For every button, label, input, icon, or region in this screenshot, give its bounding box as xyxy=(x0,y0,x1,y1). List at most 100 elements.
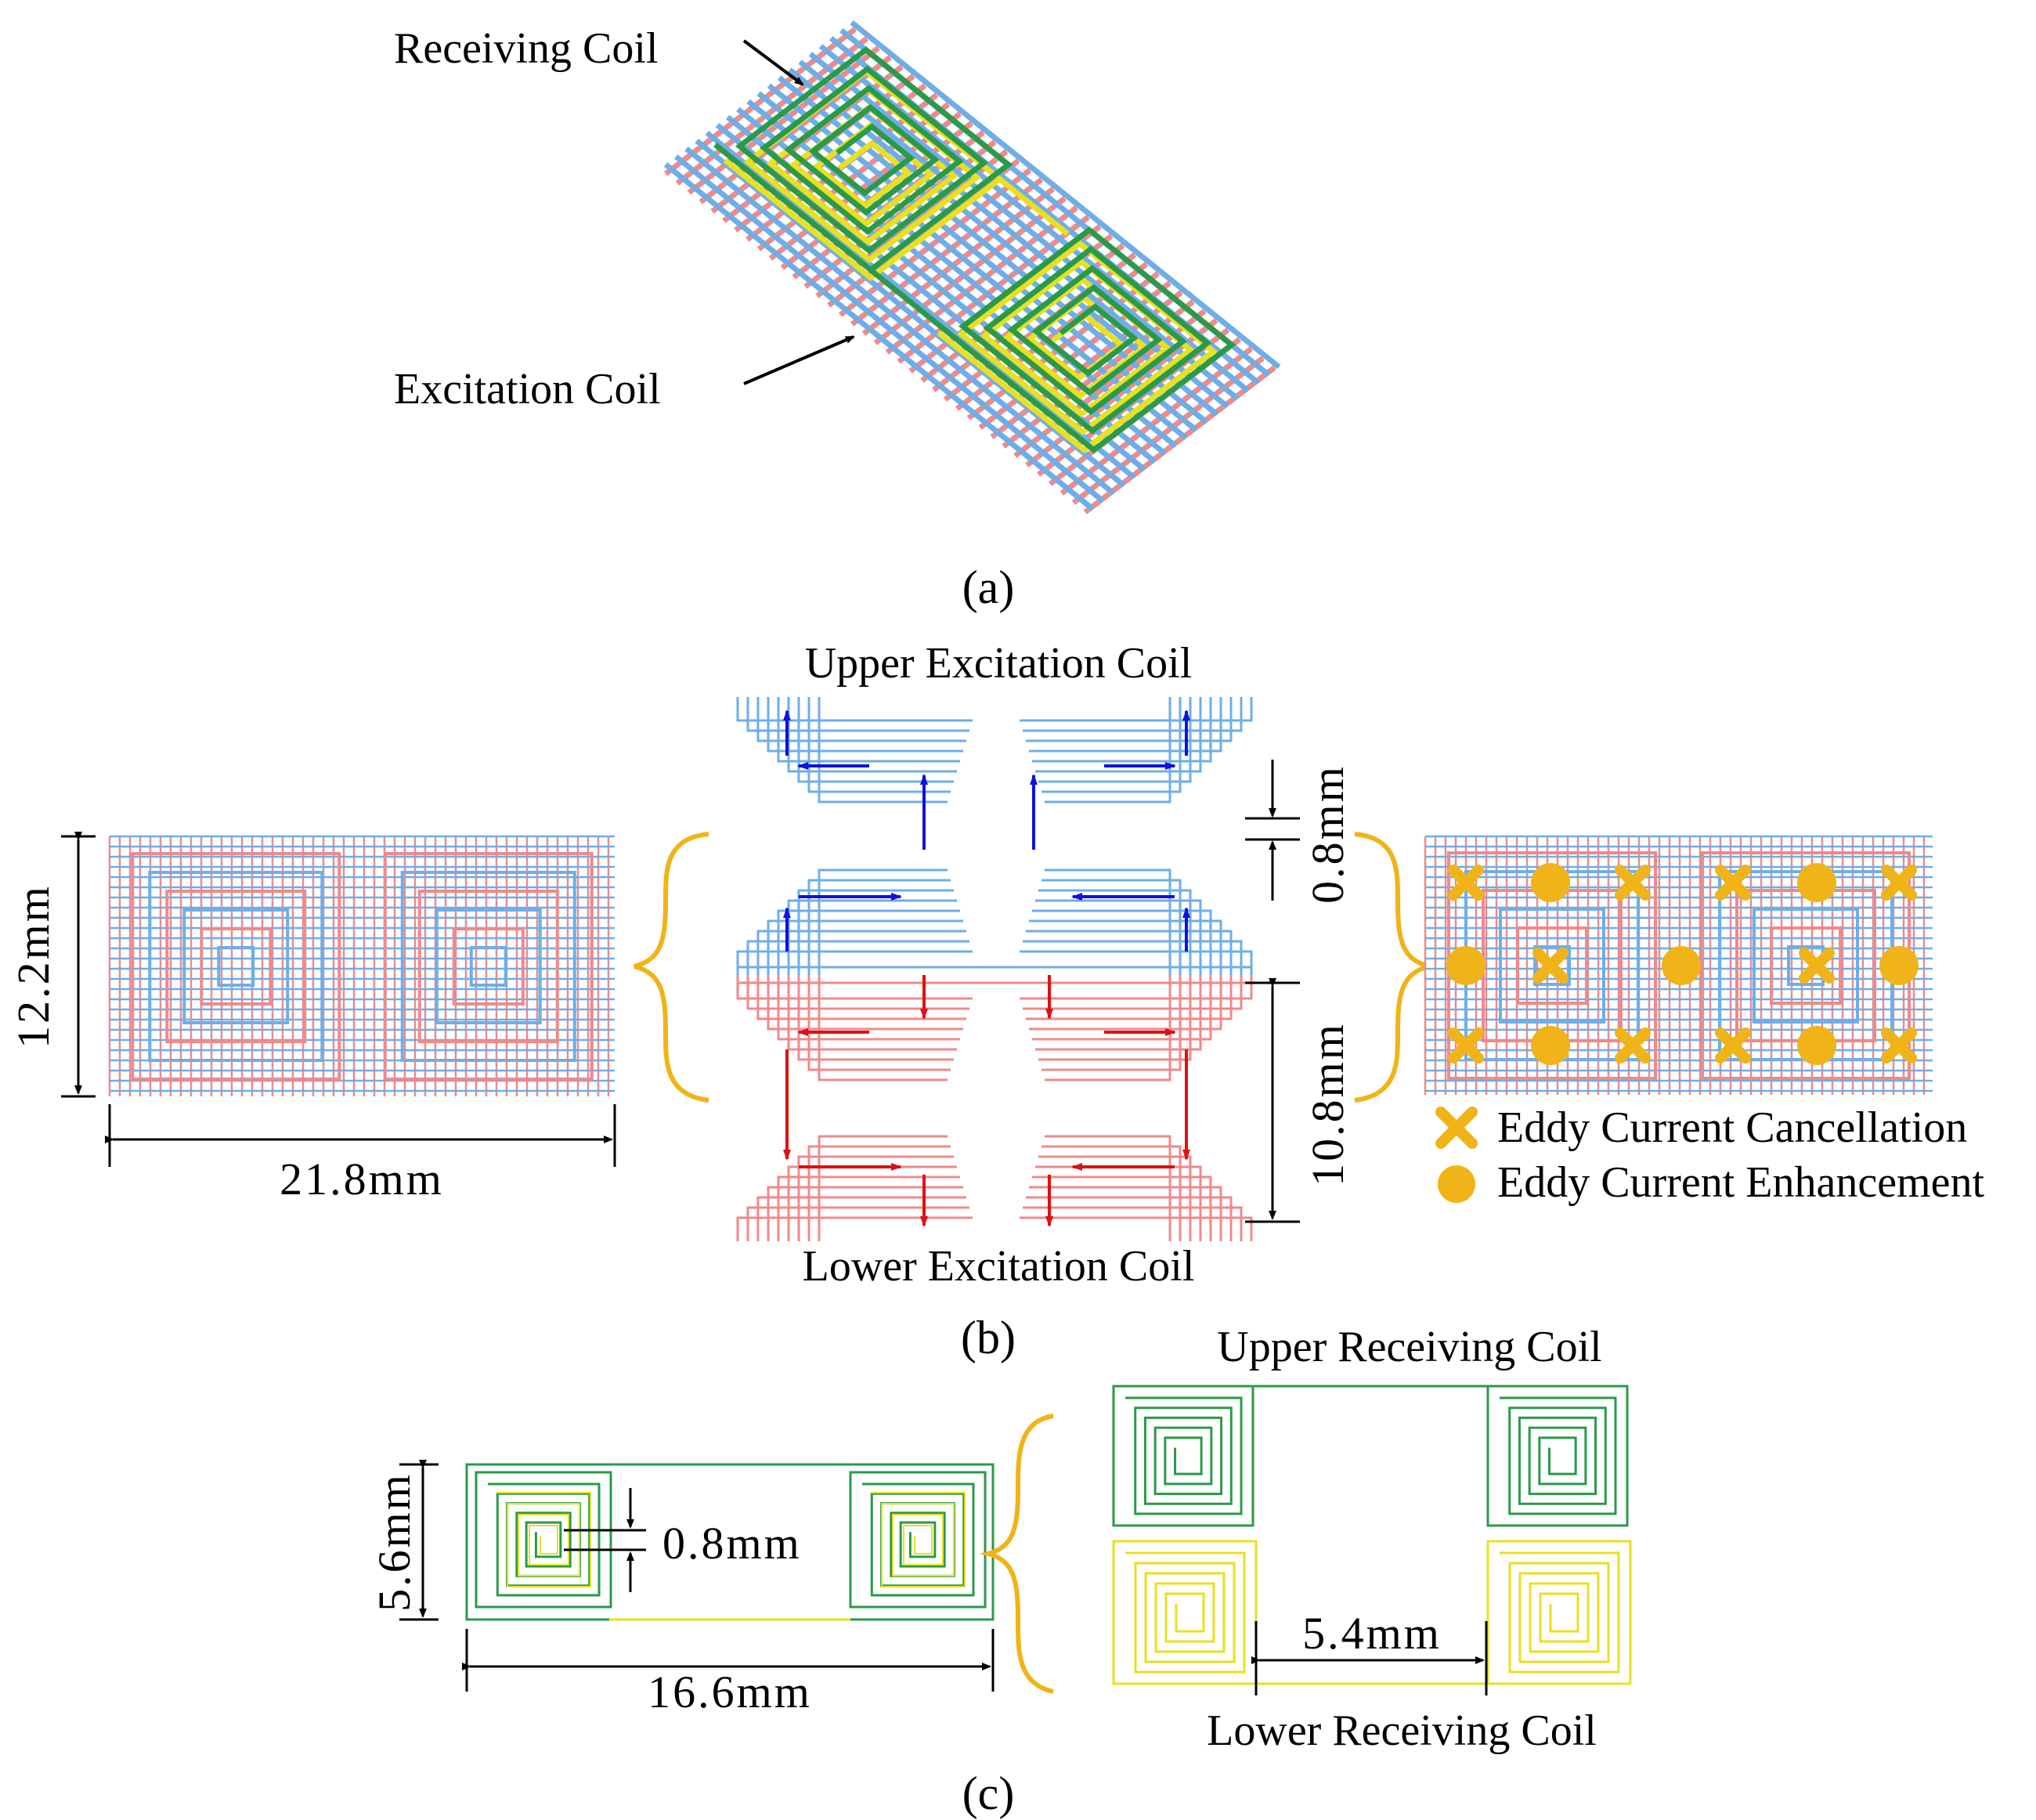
coil-trace xyxy=(684,146,1116,496)
coil-trace xyxy=(807,879,951,975)
coil-frame xyxy=(1112,1540,1258,1685)
grid-ring xyxy=(417,890,559,1043)
coil-trace xyxy=(767,697,963,753)
coil-trace xyxy=(1023,975,1243,1010)
eddy-current-markers xyxy=(1446,863,1919,1065)
cancellation-marker xyxy=(1448,865,1484,901)
coil-trace xyxy=(1020,975,1253,1000)
coil-trace xyxy=(1045,975,1171,1082)
coil-trace xyxy=(767,919,963,975)
legend-cancellation-label: Eddy Current Cancellation xyxy=(1497,1103,1967,1152)
cancellation-marker xyxy=(1615,865,1651,901)
coil-trace xyxy=(862,1482,975,1597)
coil-trace xyxy=(1041,975,1182,1071)
dim-0-8mm-pitch: 0.8mm xyxy=(564,1488,802,1592)
coil-trace xyxy=(1032,1175,1212,1241)
grid-ring xyxy=(131,852,341,1081)
coil-trace xyxy=(1038,1155,1192,1241)
upper-excitation-title: Upper Excitation Coil xyxy=(805,639,1193,688)
coil-trace xyxy=(1045,868,1171,975)
coil-trace xyxy=(1029,697,1222,753)
coil-trace xyxy=(1032,975,1212,1041)
coil-trace xyxy=(1035,697,1202,773)
grid-ring xyxy=(469,946,507,987)
coil-trace xyxy=(1032,909,1212,975)
coil-trace xyxy=(1045,697,1171,803)
coil-trace xyxy=(797,889,954,975)
dim-0-8mm-gap: 0.8mm xyxy=(1245,760,1353,904)
caption-c: (c) xyxy=(962,1768,1015,1819)
dim-lower-height-label: 10.8mm xyxy=(1302,1022,1353,1186)
coil-trace xyxy=(736,697,973,722)
excitation-coil-composite xyxy=(108,835,615,1096)
coil-trace xyxy=(736,950,973,975)
coil-trace xyxy=(1500,1551,1620,1674)
dim-10-8mm: 10.8mm xyxy=(1245,978,1353,1223)
grid-ring xyxy=(435,908,542,1024)
enhancement-marker xyxy=(1879,946,1919,985)
cancellation-marker xyxy=(1448,1027,1484,1063)
coil-trace xyxy=(756,930,966,975)
lower-excitation-title: Lower Excitation Coil xyxy=(803,1242,1195,1291)
coil-trace xyxy=(488,1482,601,1597)
grid-ring xyxy=(1533,945,1571,986)
lower-excitation-coil-3d xyxy=(663,27,1276,515)
coil-trace xyxy=(767,975,963,1031)
receiving-coil-composite xyxy=(465,1463,995,1621)
enhancement-marker xyxy=(1531,863,1570,902)
dim-c-width-label: 16.6mm xyxy=(648,1667,812,1717)
coil-trace xyxy=(496,1492,591,1587)
dim-c-pitch-label: 0.8mm xyxy=(662,1518,802,1569)
lower-current-arrows xyxy=(783,975,1190,1227)
coil-trace xyxy=(850,20,1281,370)
coil-trace xyxy=(778,75,1208,424)
coil-trace xyxy=(674,154,1105,504)
coil-trace xyxy=(807,975,951,1071)
cancellation-marker xyxy=(1715,865,1751,901)
coil-trace xyxy=(818,868,948,975)
coil-trace xyxy=(1020,1216,1253,1241)
coil-trace xyxy=(797,697,954,783)
enhancement-marker xyxy=(1797,1026,1836,1065)
coil-trace xyxy=(788,67,1219,417)
grid-ring xyxy=(400,871,576,1062)
coil-trace xyxy=(1026,697,1233,742)
legend-dot-icon xyxy=(1438,1165,1475,1203)
grid-ring xyxy=(148,871,324,1062)
upper-excitation-coil-3d xyxy=(663,20,1281,511)
excitation-coil-pointer xyxy=(743,335,855,385)
upper-receiving-title: Upper Receiving Coil xyxy=(1217,1323,1601,1371)
coil-trace xyxy=(756,1196,966,1241)
coil-trace xyxy=(937,240,1218,454)
cancellation-marker xyxy=(1799,948,1835,984)
coil-trace xyxy=(1029,919,1222,975)
coil-trace xyxy=(1035,975,1202,1051)
coil-trace xyxy=(1035,899,1202,975)
brace-left-b xyxy=(634,832,709,1103)
coil-trace xyxy=(1500,1396,1617,1515)
coil-trace xyxy=(767,83,1198,432)
lower-receiving-pattern xyxy=(1112,1540,1632,1685)
cancellation-marker xyxy=(1881,865,1917,901)
coil-trace xyxy=(746,1206,969,1241)
coil-trace xyxy=(1023,697,1243,732)
coil-trace xyxy=(756,975,966,1020)
cancellation-marker xyxy=(1715,1027,1751,1063)
coil-trace xyxy=(1038,697,1192,783)
coil-trace xyxy=(818,975,948,1082)
coil-trace xyxy=(1125,1551,1246,1674)
coil-trace xyxy=(871,1492,966,1587)
coil-trace xyxy=(1023,1206,1243,1241)
coil-trace xyxy=(705,130,1136,480)
lower-excitation-pattern xyxy=(736,975,1253,1241)
upper-current-arrows xyxy=(783,710,1190,952)
coil-trace xyxy=(1041,879,1182,975)
caption-b: (b) xyxy=(961,1312,1016,1363)
receiving-coil-pointer xyxy=(742,39,804,86)
dim-5-6mm: 5.6mm xyxy=(369,1460,439,1621)
coil-trace xyxy=(937,226,1236,454)
grid-ring xyxy=(1499,908,1605,1024)
coil-trace xyxy=(756,91,1188,441)
grid-ring xyxy=(1516,926,1588,1005)
coil-frame xyxy=(475,1471,612,1609)
